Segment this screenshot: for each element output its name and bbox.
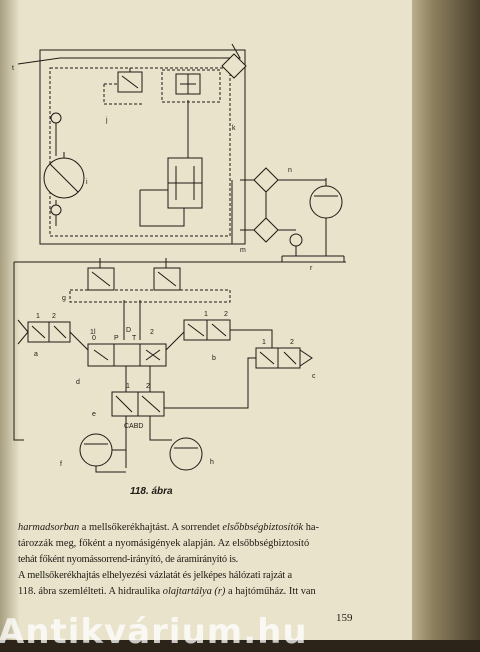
body-line: tehát főként nyomássorrend-irányító, de … (18, 552, 358, 568)
pump-right (309, 185, 343, 219)
line-top-supply (17, 43, 241, 65)
filter-n (253, 167, 279, 193)
label-valve-e-2: 2 (146, 383, 150, 390)
watermark: Antikvárium.hu (0, 612, 308, 652)
label-valve-a-1: 1 (36, 313, 40, 320)
label-e: e (92, 411, 96, 418)
label-P: P (114, 335, 119, 342)
body-run: a hajtóműház. Itt van (225, 586, 316, 597)
line-top-right (39, 49, 246, 245)
label-valve-d-0: 0 (92, 335, 96, 342)
label-r: r (310, 265, 313, 272)
page-edge-shadow (412, 0, 480, 640)
label-c: c (312, 373, 316, 380)
body-run: 118. ábra szemlélteti. A hidraulika (18, 586, 163, 597)
body-line: tározzák meg, főként a nyomásigények ala… (18, 536, 358, 552)
body-run: ha- (303, 522, 320, 533)
valve-d (87, 343, 167, 367)
filter-m (253, 217, 279, 243)
label-l: l (94, 329, 96, 336)
frame-inner-dashed (49, 67, 231, 237)
label-k: k (232, 125, 236, 132)
figure-caption: 118. ábra (130, 486, 173, 497)
label-valve-c-1: 1 (262, 339, 266, 346)
body-line: 118. ábra szemlélteti. A hidraulika olaj… (18, 584, 358, 600)
label-a: a (34, 351, 38, 358)
label-h: h (210, 459, 214, 466)
label-valve-b-1: 1 (204, 311, 208, 318)
label-f: f (60, 461, 62, 468)
check-right (289, 233, 303, 247)
label-n: n (288, 167, 292, 174)
body-line: harmadsorban a mellsőkerékhajtást. A sor… (18, 520, 358, 536)
body-run: a mellsőkerékhajtást. A sorrendet (79, 522, 223, 533)
label-d: d (76, 379, 80, 386)
label-valve-b-2: 2 (224, 311, 228, 318)
label-g: g (62, 295, 66, 302)
label-valve-d-2: 2 (150, 329, 154, 336)
label-valve-d-1: 1 (90, 329, 94, 336)
filter-top-right (221, 53, 247, 79)
label-b: b (212, 355, 216, 362)
label-m: m (240, 247, 246, 254)
motor-f (79, 433, 113, 467)
body-run: A mellsőkerékhajtás elhelyezési vázlatát… (18, 570, 292, 581)
label-j: j (105, 117, 108, 124)
body-italic-run: harmadsorban (18, 522, 80, 533)
body-italic-run: elsőbbségbiztosítók (222, 522, 304, 533)
label-T: T (132, 335, 137, 342)
body-italic-run: olajtartálya (r) (162, 586, 226, 597)
body-run: tehát főként nyomássorrend-irányító, de … (18, 554, 239, 565)
body-line: A mellsőkerékhajtás elhelyezési vázlatát… (18, 568, 358, 584)
label-D: D (126, 327, 131, 334)
body-run: tározzák meg, főként a nyomásigények ala… (18, 538, 310, 549)
label-valve-e-1: 1 (126, 383, 130, 390)
label-valve-a-2: 2 (52, 313, 56, 320)
page-number: 159 (336, 612, 353, 624)
book-page: t j k i n m r g 1 2 0 P D T 1 2 1 2 1 2 … (0, 0, 412, 640)
page-spine-shade (0, 0, 20, 640)
hydraulic-diagram: t j k i n m r g 1 2 0 P D T 1 2 1 2 1 2 … (12, 43, 346, 473)
label-i: i (86, 179, 88, 186)
label-CABD: CABD (124, 423, 143, 430)
reservoir-r (281, 255, 345, 262)
motor-h (169, 437, 203, 471)
label-valve-c-2: 2 (290, 339, 294, 346)
label-t: t (12, 65, 14, 72)
body-text: harmadsorban a mellsőkerékhajtást. A sor… (18, 520, 358, 600)
